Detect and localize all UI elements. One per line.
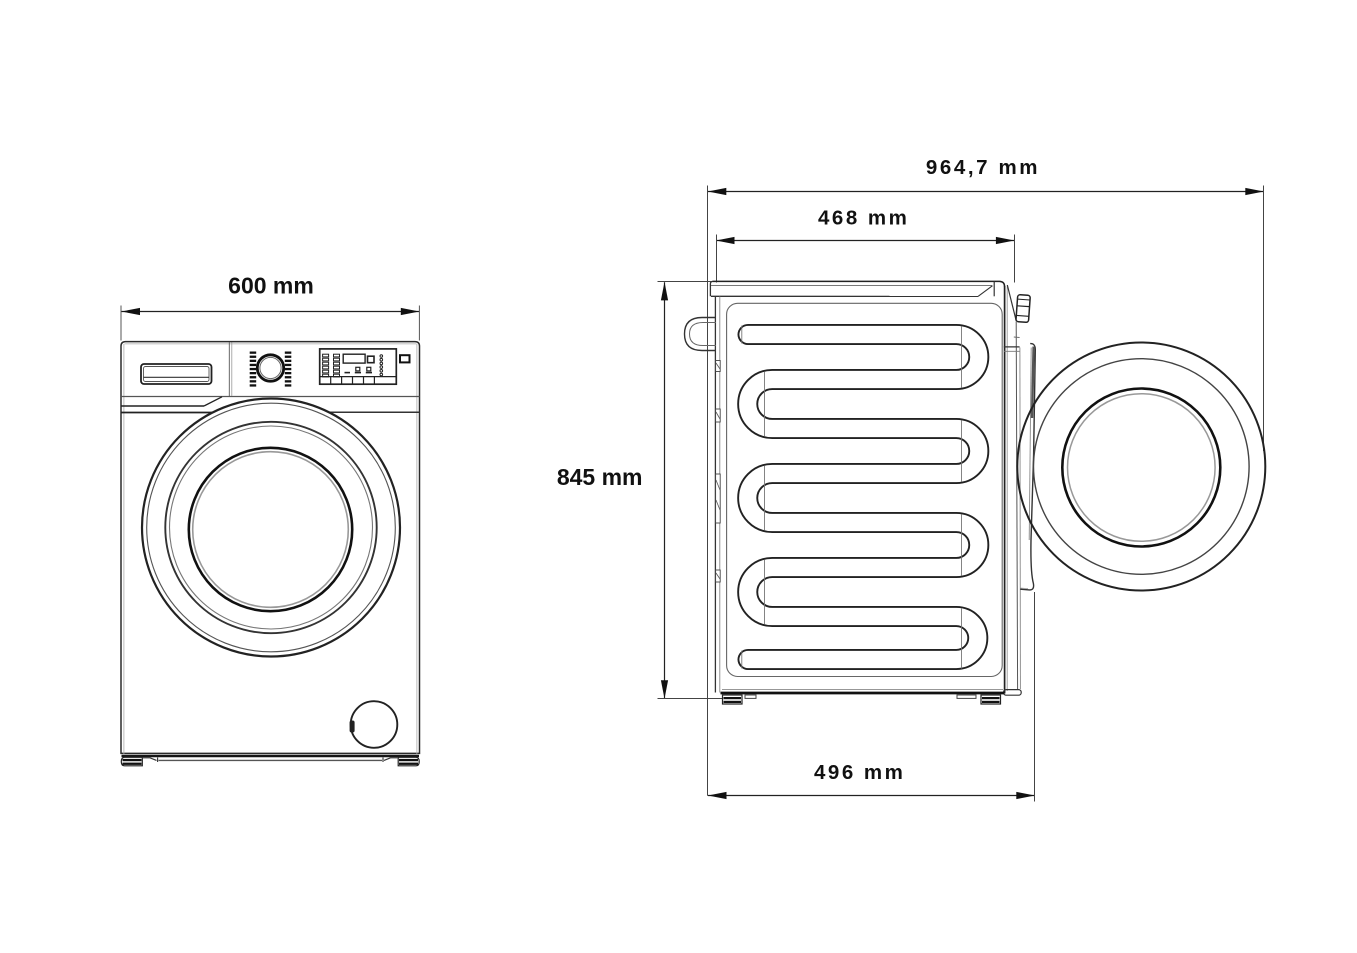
svg-text:845 mm: 845 mm xyxy=(557,464,643,490)
svg-text:964,7 mm: 964,7 mm xyxy=(926,156,1040,179)
svg-text:600 mm: 600 mm xyxy=(228,272,314,298)
svg-text:468 mm: 468 mm xyxy=(818,207,909,230)
svg-text:496 mm: 496 mm xyxy=(814,761,905,784)
